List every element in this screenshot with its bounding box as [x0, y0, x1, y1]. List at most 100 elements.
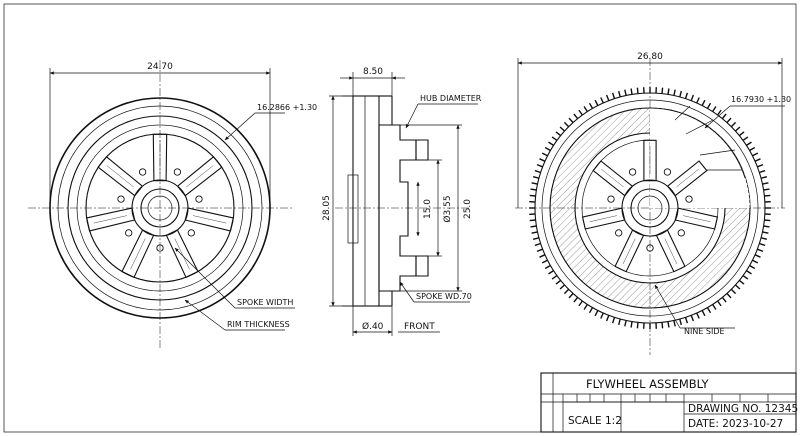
gear-tooth — [679, 318, 682, 326]
gear-tooth — [742, 275, 749, 280]
gear-tooth — [630, 88, 633, 95]
gear-tooth — [563, 121, 570, 128]
gear-tooth — [611, 92, 616, 99]
gear-tooth — [742, 136, 749, 141]
gear-tooth — [532, 176, 540, 179]
spoke — [674, 207, 719, 230]
spoke — [97, 156, 144, 197]
bolt-hole — [195, 195, 203, 203]
gear-tooth — [544, 264, 551, 270]
gear-tooth — [594, 99, 599, 106]
gear-tooth — [690, 315, 695, 322]
drawing-title: FLYWHEEL ASSEMBLY — [586, 377, 710, 391]
right-bolt-holes — [607, 168, 693, 252]
spoke — [614, 229, 645, 273]
right-tol-dim: 16.7930 +1.30 — [731, 95, 791, 104]
gear-tooth — [548, 141, 554, 146]
gear-tooth — [757, 163, 764, 168]
gear-tooth — [706, 102, 712, 109]
spoke — [152, 133, 168, 182]
right-view: 26.80 16.7930 +1.30 NINE SIDE — [515, 52, 791, 355]
gear-tooth — [618, 90, 621, 98]
spoke-centerline — [683, 215, 711, 222]
gear-tooth — [759, 169, 766, 174]
gear-tooth — [544, 146, 551, 152]
drawing-date: DATE: 2023-10-27 — [688, 418, 783, 430]
gear-tooth — [551, 275, 558, 280]
section-bottom-dim: Ø.40 — [362, 321, 384, 332]
bolt-hole — [117, 195, 125, 203]
gear-tooth — [721, 296, 727, 303]
gear-tooth — [563, 288, 570, 295]
gear-tooth — [730, 288, 737, 295]
gear-tooth — [578, 109, 583, 116]
gear-tooth — [667, 88, 670, 95]
gear-tooth — [701, 310, 706, 317]
gear-tooth — [764, 219, 771, 222]
spoke — [581, 207, 626, 230]
title-block: FLYWHEEL ASSEMBLY SCALE 1:2 DRAWING NO. … — [540, 372, 798, 433]
right-overall-dim: 26.80 — [637, 52, 663, 62]
gear-tooth — [532, 237, 540, 240]
gear-tooth — [735, 284, 741, 290]
spoke — [666, 160, 708, 197]
gear-tooth — [605, 94, 610, 101]
gear-tooth — [762, 231, 769, 234]
spoke-centerline — [186, 165, 214, 187]
sheet-border — [3, 3, 797, 433]
gear-tooth — [754, 158, 761, 162]
gear-tooth — [696, 312, 700, 319]
bolt-hole — [685, 195, 693, 203]
gear-tooth — [661, 87, 664, 94]
gear-tooth — [578, 300, 583, 307]
gear-tooth — [673, 320, 676, 327]
gear-tooth — [559, 284, 565, 290]
gear-tooth — [583, 106, 588, 112]
bolt-hole — [615, 229, 623, 237]
dim-15: 15.0 — [423, 199, 433, 219]
gear-tooth — [701, 99, 706, 106]
gear-tooth — [763, 188, 770, 191]
gear-tooth — [531, 231, 538, 234]
spoke-width-callout: SPOKE WIDTH — [237, 298, 293, 307]
gear-tooth — [759, 242, 766, 247]
gear-tooth — [588, 102, 594, 109]
drawing-number: DRAWING NO. 12345 — [688, 403, 798, 415]
gear-tooth — [752, 152, 759, 157]
gear-tooth — [760, 237, 768, 240]
spoke-wd-callout: SPOKE WD.70 — [416, 292, 472, 301]
gear-tooth — [539, 254, 546, 258]
gear-tooth — [531, 182, 538, 185]
gear-tooth — [762, 182, 769, 185]
spoke-centerline — [589, 215, 617, 222]
gear-tooth — [760, 176, 768, 179]
gear-tooth — [667, 321, 670, 328]
gear-tooth — [624, 320, 627, 327]
bolt-hole — [125, 229, 133, 237]
gear-tooth — [536, 248, 543, 253]
section-width-dim: 8.50 — [363, 67, 383, 77]
gear-tooth — [764, 194, 771, 197]
gear-tooth — [690, 94, 695, 101]
spoke-centerline — [106, 165, 134, 187]
gear-tooth — [712, 106, 717, 112]
gear-tooth — [529, 194, 536, 197]
gear-tooth — [551, 136, 558, 141]
gear-tooth — [568, 293, 574, 299]
gear-tooth — [757, 248, 764, 253]
spoke — [176, 156, 223, 197]
gear-tooth — [752, 259, 759, 264]
gear-tooth — [749, 146, 756, 152]
gear-tooth — [573, 113, 579, 120]
gear-tooth — [530, 225, 537, 228]
drawing-scale: SCALE 1:2 — [568, 415, 622, 427]
gear-tooth — [738, 279, 745, 285]
gear-tooth — [630, 321, 633, 328]
gear-tooth — [555, 279, 562, 285]
nine-side-callout: NINE SIDE — [684, 327, 725, 336]
gear-tooth — [539, 158, 546, 162]
spoke-centerline — [130, 238, 146, 270]
left-view: 24.70 16.2866 +1.30 SPOKE WIDTH RIM THIC… — [28, 60, 317, 350]
gear-tooth — [530, 188, 537, 191]
